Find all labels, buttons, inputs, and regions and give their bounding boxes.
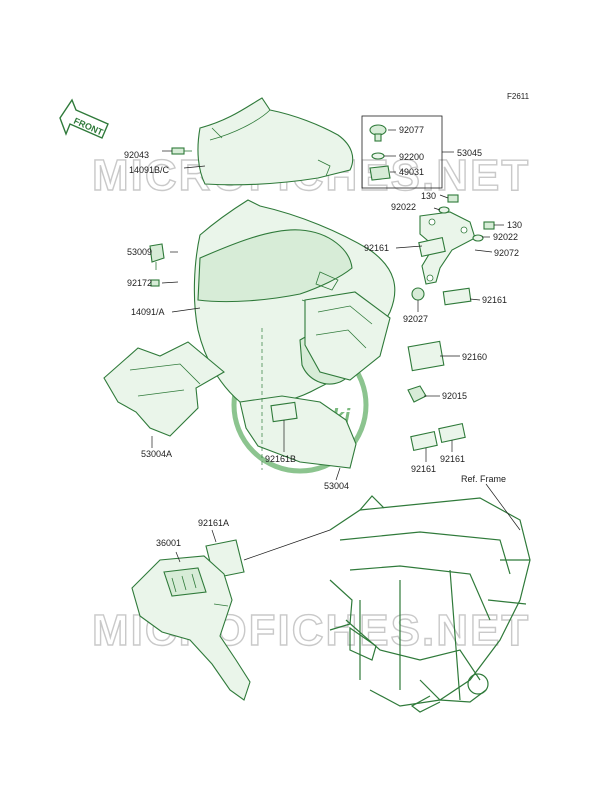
frame-reference-part	[329, 495, 531, 713]
label-92200: 92200	[399, 152, 424, 162]
leader-lines	[151, 129, 521, 563]
bolt-130b-part	[472, 221, 495, 242]
label-53004a: 53004A	[141, 449, 172, 459]
label-92022a: 92022	[391, 202, 416, 212]
label-92161B: 92161B	[265, 454, 296, 464]
pad-92161d-part	[438, 423, 466, 443]
pad-92161b-part	[442, 287, 472, 306]
label-92027: 92027	[403, 314, 428, 324]
damper-92160-part	[407, 340, 445, 372]
label-92043: 92043	[124, 150, 149, 160]
mat-53004a-part	[103, 341, 225, 437]
pad-92161B-part	[270, 401, 298, 423]
label-ref-frame: Ref. Frame	[461, 474, 506, 484]
label-92077: 92077	[399, 125, 424, 135]
lower-cover-36001-part	[131, 555, 251, 701]
label-14091a: 14091/A	[131, 307, 165, 317]
label-92015: 92015	[442, 391, 467, 401]
bracket-92072-part	[419, 211, 476, 285]
mat-53004-part	[239, 395, 357, 469]
label-92160: 92160	[462, 352, 487, 362]
pad-92161a-part	[418, 237, 446, 257]
label-36001: 36001	[156, 538, 181, 548]
label-92161-right: 92161	[482, 295, 507, 305]
label-53009: 53009	[127, 247, 152, 257]
label-92161-lower-right: 92161	[440, 454, 465, 464]
pad-92161c-part	[410, 431, 438, 451]
label-92172: 92172	[127, 278, 152, 288]
label-92161A: 92161A	[198, 518, 229, 528]
upper-cowl-part	[197, 97, 354, 186]
hardware-53045-part	[361, 115, 443, 189]
label-92161-lower-left: 92161	[411, 464, 436, 474]
front-arrow-icon: FRONT	[59, 98, 109, 139]
label-49031: 49031	[399, 167, 424, 177]
nut-92015-part	[407, 385, 427, 403]
diagram-code: F2611	[507, 92, 530, 101]
inner-bracket-part	[304, 291, 391, 381]
clip-53009-part	[149, 243, 165, 270]
label-130a: 130	[421, 191, 436, 201]
label-92022b: 92022	[493, 232, 518, 242]
label-53004: 53004	[324, 481, 349, 491]
grommet-92027-part	[411, 287, 425, 301]
label-92161-upper: 92161	[364, 243, 389, 253]
label-130b: 130	[507, 220, 522, 230]
label-53045: 53045	[457, 148, 482, 158]
screw-92172-part	[150, 279, 160, 287]
label-92072: 92072	[494, 248, 519, 258]
label-14091bc: 14091B/C	[129, 165, 170, 175]
